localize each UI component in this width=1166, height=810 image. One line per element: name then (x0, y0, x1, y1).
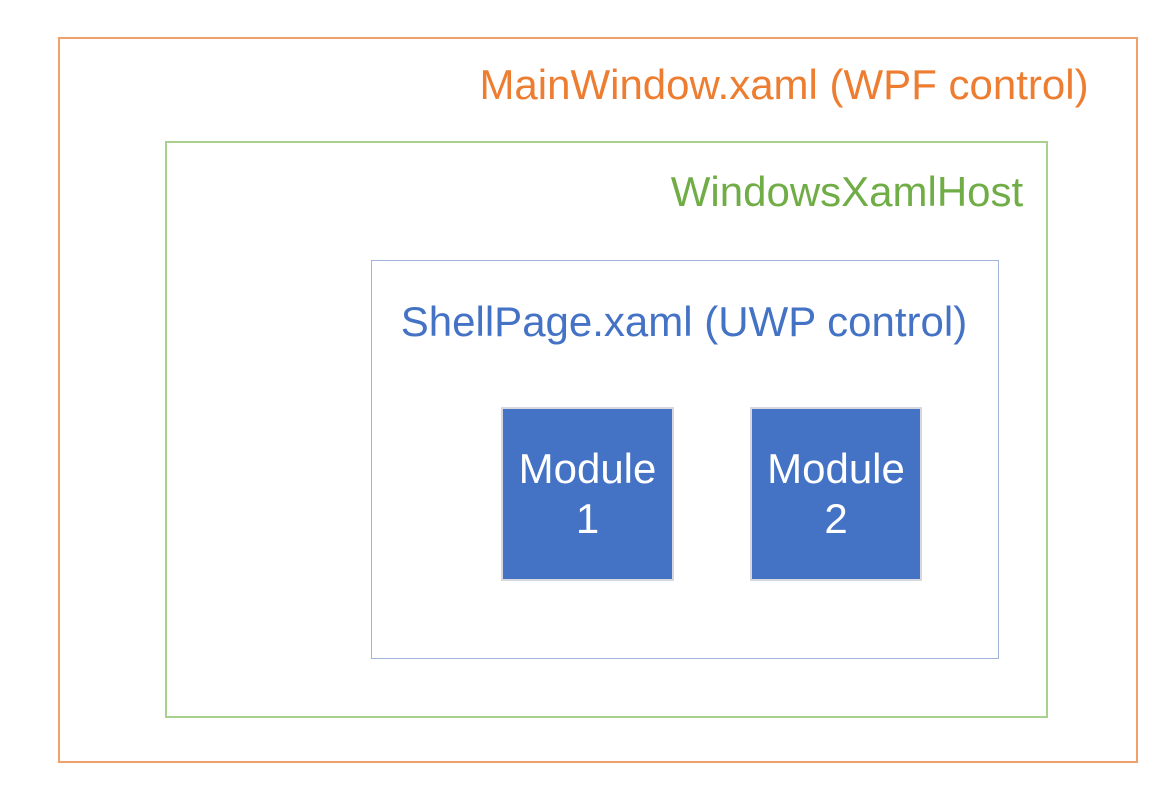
windowsxamlhost-box (165, 141, 1048, 718)
module-1-box: Module 1 (501, 407, 674, 581)
module-2-number: 2 (824, 495, 848, 542)
module-1-number: 1 (575, 495, 600, 542)
windowsxamlhost-label: WindowsXamlHost (670, 168, 1024, 215)
mainwindow-wpf-label: MainWindow.xaml (WPF control) (479, 61, 1089, 108)
module-1-name: Module (518, 445, 657, 493)
module-2-box: Module 2 (750, 407, 922, 581)
shellpage-uwp-label: ShellPage.xaml (UWP control) (400, 298, 968, 345)
shellpage-uwp-box (371, 260, 999, 659)
mainwindow-wpf-box (58, 37, 1138, 763)
module-2-name: Module (767, 445, 905, 493)
